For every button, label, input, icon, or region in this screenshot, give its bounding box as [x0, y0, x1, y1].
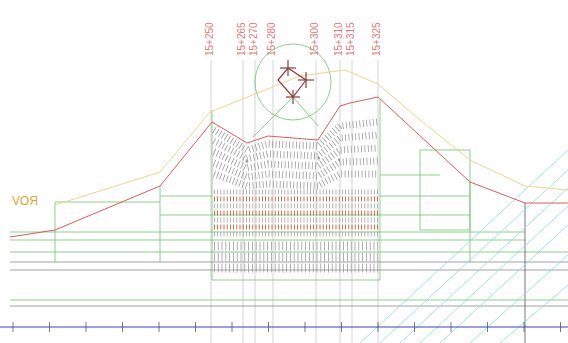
pile-row — [214, 225, 378, 230]
green-grid — [10, 44, 568, 300]
existing-ground-line — [55, 70, 568, 205]
pile-row — [214, 190, 378, 195]
pile-rows — [214, 122, 378, 268]
row-label: ROV — [12, 195, 38, 207]
baseline-tick — [195, 322, 196, 332]
baseline-ticks — [13, 322, 561, 332]
station-label: 15+310 — [334, 22, 344, 56]
baseline-tick — [86, 322, 87, 332]
baseline — [0, 327, 568, 328]
pile-row — [214, 253, 378, 262]
baseline-tick — [414, 322, 415, 332]
pile-row — [214, 174, 378, 186]
pile-row — [214, 264, 378, 273]
pile-row — [214, 197, 378, 202]
baseline-tick — [305, 322, 306, 332]
baseline-tick — [268, 322, 269, 332]
station-label: 15+325 — [372, 22, 382, 56]
station-label: 15+250 — [205, 22, 215, 56]
station-label: 15+270 — [249, 22, 259, 56]
baseline-tick — [560, 322, 561, 332]
baseline-tick — [378, 322, 379, 332]
grey-lines — [10, 203, 568, 343]
pile-row — [214, 122, 378, 150]
baseline-tick — [487, 322, 488, 332]
design-profile-line — [10, 97, 568, 237]
pile-row — [214, 135, 378, 159]
pile-row — [214, 204, 378, 209]
survey-symbol — [278, 60, 314, 104]
pile-row — [214, 232, 378, 237]
baseline-tick — [341, 322, 342, 332]
baseline-tick — [524, 322, 525, 332]
baseline-tick — [122, 322, 123, 332]
baseline-tick — [451, 322, 452, 332]
baseline-tick — [49, 322, 50, 332]
station-label: 15+315 — [346, 22, 356, 56]
baseline-tick — [232, 322, 233, 332]
station-label: 15+300 — [310, 22, 320, 56]
pile-row — [214, 218, 378, 223]
cyan-diagonals — [360, 150, 568, 343]
baseline-tick — [159, 322, 160, 332]
station-label: 15+265 — [237, 22, 247, 56]
pile-row — [214, 211, 378, 216]
station-label: 15+280 — [267, 22, 277, 56]
baseline-tick — [13, 322, 14, 332]
pile-row — [214, 242, 378, 251]
pile-row — [214, 161, 378, 177]
